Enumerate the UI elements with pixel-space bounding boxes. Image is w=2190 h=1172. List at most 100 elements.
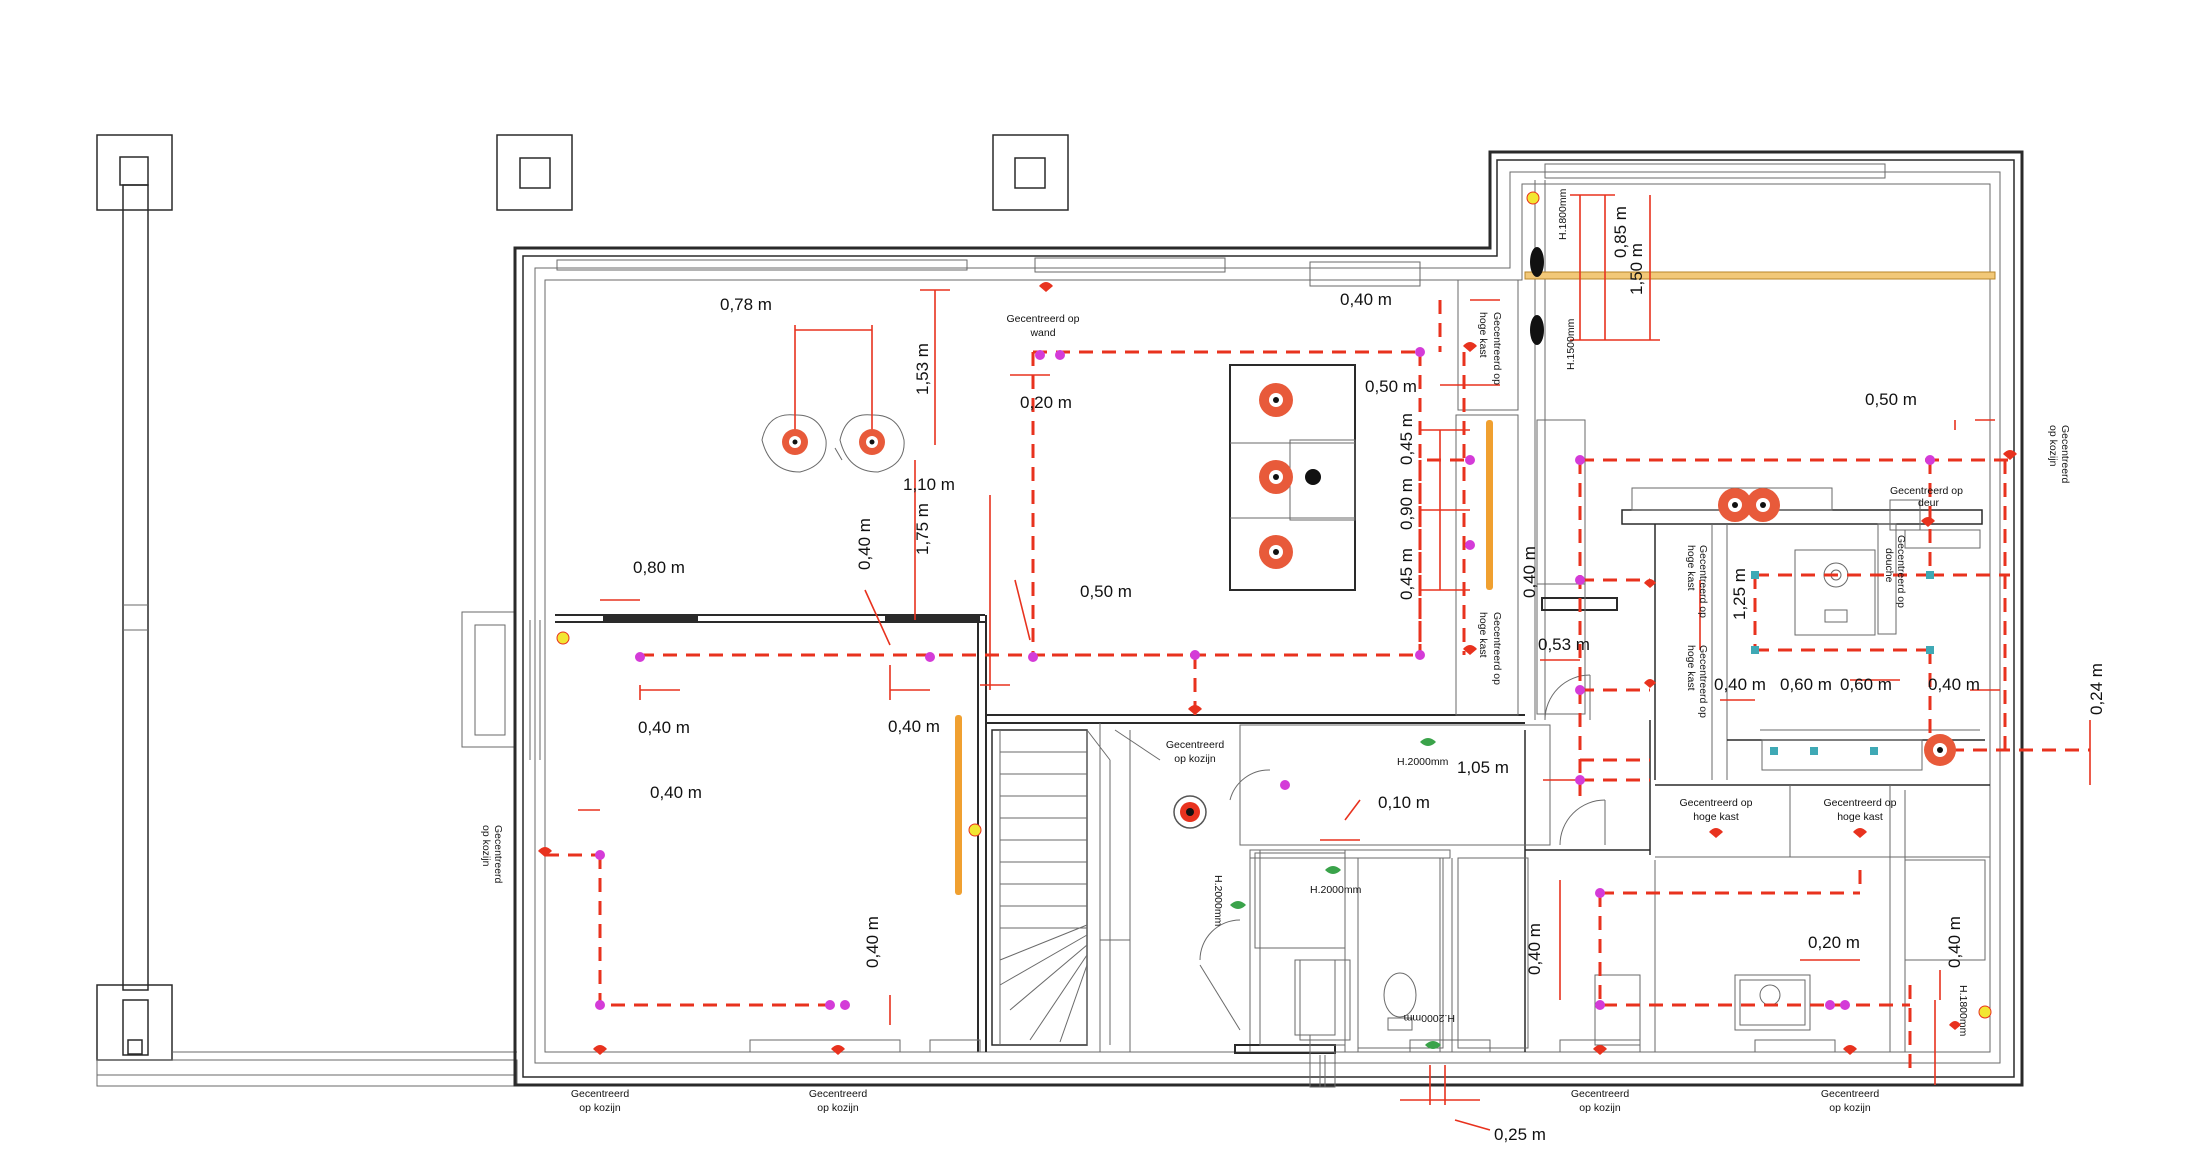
dim-label: 0,20 m <box>1020 393 1072 412</box>
dim-label: 0,78 m <box>720 295 772 314</box>
armchairs <box>761 414 905 473</box>
dimension-labels: 0,78 m 1,53 m 0,20 m 1,10 m 1,75 m 0,40 … <box>633 206 2106 1144</box>
note-hoge-kast-v1-line1: Gecentreerd op <box>1697 545 1709 618</box>
dim-label: 0,40 m <box>1340 290 1392 309</box>
staircase <box>991 729 1130 1046</box>
dim-label: 0,80 m <box>633 558 685 577</box>
note-kozijn-left-line1: Gecentreerd <box>492 825 504 884</box>
note-hoge-kast-v1-line2: hoge kast <box>1685 545 1697 591</box>
dim-label: 0,60 m <box>1840 675 1892 694</box>
note-kozijn-b2-line2: op kozijn <box>817 1102 859 1114</box>
dim-label: 1,25 m <box>1730 568 1749 620</box>
height-label: H.1800mm <box>1557 188 1569 240</box>
dim-label: 0,50 m <box>1865 390 1917 409</box>
note-kozijn-mid-line2: op kozijn <box>1174 753 1216 765</box>
dim-label: 1,53 m <box>913 343 932 395</box>
dim-label: 0,40 m <box>650 783 702 802</box>
dim-label: 0,50 m <box>1365 377 1417 396</box>
dim-label: 0,40 m <box>888 717 940 736</box>
note-kozijn-mid-line1: Gecentreerd <box>1166 739 1225 751</box>
dim-label: 0,40 m <box>1520 546 1539 598</box>
dim-label: 1,75 m <box>913 503 932 555</box>
note-wand-line2: wand <box>1029 327 1055 339</box>
point-markers <box>1751 571 1934 755</box>
sockets <box>595 347 1935 1010</box>
dim-label: 0,40 m <box>863 916 882 968</box>
dimension-leaders <box>578 194 2091 1131</box>
terrace-structure <box>96 134 1069 1087</box>
note-kozijn-right-line1: Gecentreerd <box>2059 425 2071 484</box>
spotlight-1 <box>782 429 808 455</box>
strip-lights <box>955 271 1996 895</box>
pendant-light <box>1173 795 1207 829</box>
dim-label: 1,10 m <box>903 475 955 494</box>
dim-label: 1,50 m <box>1627 243 1646 295</box>
dim-label: 0,10 m <box>1378 793 1430 812</box>
dim-label: 0,85 m <box>1611 206 1630 258</box>
note-hoge-kast-v2-line2: hoge kast <box>1685 645 1697 691</box>
dim-label: 0,40 m <box>855 518 874 570</box>
note-hoge-kast-2-line1: Gecentreerd op <box>1491 612 1503 685</box>
spotlight-7 <box>1746 488 1780 522</box>
spotlights <box>782 383 1956 829</box>
note-hoge-kast-h2-line1: Gecentreerd op <box>1824 797 1897 809</box>
dim-label: 0,90 m <box>1397 478 1416 530</box>
note-hoge-kast-h1-line1: Gecentreerd op <box>1680 797 1753 809</box>
dim-label: 0,45 m <box>1397 413 1416 465</box>
spotlight-3 <box>1259 383 1293 417</box>
note-kozijn-b4-line2: op kozijn <box>1829 1102 1871 1114</box>
note-hoge-kast-1-line2: hoge kast <box>1477 312 1489 358</box>
dim-label: 0,60 m <box>1780 675 1832 694</box>
outer-walls <box>513 150 2024 1087</box>
note-kozijn-b3-line1: Gecentreerd <box>1571 1088 1630 1100</box>
note-hoge-kast-h1-line2: hoge kast <box>1693 811 1739 823</box>
note-kozijn-b1-line2: op kozijn <box>579 1102 621 1114</box>
note-kozijn-b2-line1: Gecentreerd <box>809 1088 868 1100</box>
dim-label: 0,40 m <box>1945 916 1964 968</box>
height-label: H.1800mm <box>1957 985 1969 1037</box>
note-wand-line1: Gecentreerd op <box>1007 313 1080 325</box>
dim-label: 0,25 m <box>1494 1125 1546 1144</box>
dim-label: 0,24 m <box>2087 663 2106 715</box>
note-douche-line1: Gecentreerd op <box>1895 535 1907 608</box>
note-hoge-kast-2-line2: hoge kast <box>1477 612 1489 658</box>
note-kozijn-b4-line1: Gecentreerd <box>1821 1088 1880 1100</box>
note-kozijn-b1-line1: Gecentreerd <box>571 1088 630 1100</box>
toilet-room <box>1259 849 1529 1080</box>
dim-label: 0,40 m <box>1525 923 1544 975</box>
dim-label: 0,45 m <box>1397 548 1416 600</box>
dim-label: 0,53 m <box>1538 635 1590 654</box>
switches <box>1230 738 1441 1049</box>
note-kozijn-left-line2: op kozijn <box>480 825 492 867</box>
note-douche-line2: douche <box>1883 548 1895 583</box>
connection-points <box>538 282 2017 1055</box>
dim-label: 1,05 m <box>1457 758 1509 777</box>
height-label: H.2000mm <box>1397 756 1449 768</box>
annotation-notes: Gecentreerd op wand Gecentreerd op hoge … <box>480 312 2071 1114</box>
sensors <box>556 191 1992 1019</box>
spotlight-6 <box>1718 488 1752 522</box>
height-label: H.2000mm <box>1310 884 1362 896</box>
wall-lights <box>1530 247 1544 345</box>
note-kozijn-right-line2: op kozijn <box>2047 425 2059 467</box>
note-hoge-kast-1-line1: Gecentreerd op <box>1491 312 1503 385</box>
spotlight-2 <box>859 429 885 455</box>
spotlight-4 <box>1259 460 1293 494</box>
dim-label: 0,40 m <box>1714 675 1766 694</box>
height-label: H.1500mm <box>1565 318 1577 370</box>
note-hoge-kast-h2-line2: hoge kast <box>1837 811 1883 823</box>
spotlight-5 <box>1259 535 1293 569</box>
dim-label: 0,20 m <box>1808 933 1860 952</box>
height-label: H.2000mm <box>1212 875 1224 927</box>
note-deur-line2: deur <box>1918 497 1940 509</box>
note-deur-line1: Gecentreerd op <box>1890 485 1963 497</box>
spotlight-8 <box>1924 734 1956 766</box>
dim-label: 0,40 m <box>1928 675 1980 694</box>
height-labels: H.1800mm H.1500mm H.2000mm H.2000mm H.20… <box>1212 188 1969 1036</box>
dim-label: 0,50 m <box>1080 582 1132 601</box>
note-hoge-kast-v2-line1: Gecentreerd op <box>1697 645 1709 718</box>
note-kozijn-b3-line2: op kozijn <box>1579 1102 1621 1114</box>
height-label: H.2000mm <box>1403 1012 1455 1024</box>
dim-label: 0,40 m <box>638 718 690 737</box>
